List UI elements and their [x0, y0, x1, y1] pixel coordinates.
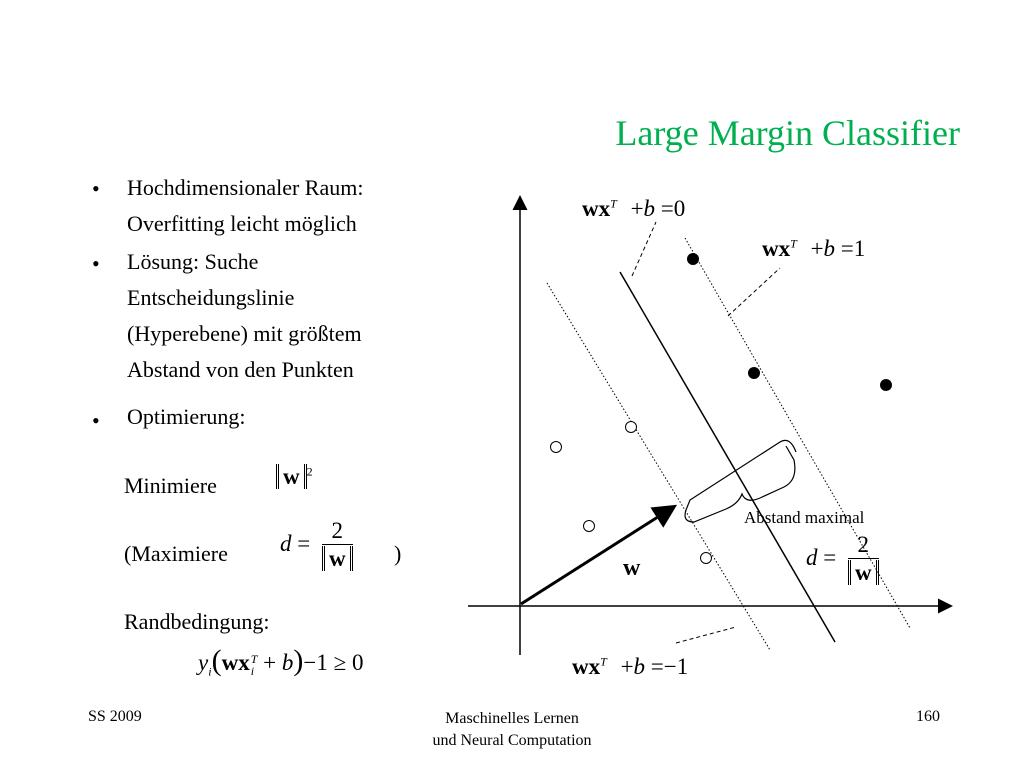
- b-symbol: b: [643, 196, 656, 221]
- negative-point: [700, 552, 712, 564]
- margin-annotation: Abstand maximal: [744, 508, 865, 527]
- minimize-label: Minimiere: [124, 473, 217, 498]
- w-vector: w: [283, 464, 300, 489]
- maximize-close: ): [394, 541, 402, 566]
- equals-sign: =: [650, 654, 664, 679]
- bullet-marker: •: [92, 176, 100, 201]
- plus-sign: +: [810, 236, 824, 261]
- margin-line-negative: [546, 282, 771, 651]
- equals-sign: =: [297, 530, 311, 556]
- footer-course-line-1: Maschinelles Lernen: [445, 710, 579, 727]
- w-vector: w: [572, 654, 589, 679]
- index-i: i: [250, 663, 255, 678]
- w-vector: w: [221, 650, 239, 675]
- negative-point: [583, 520, 595, 532]
- negative-point: [550, 441, 562, 453]
- positive-point: [687, 253, 699, 265]
- y-symbol: y: [198, 650, 209, 675]
- page-number: 160: [916, 708, 940, 725]
- bullet-2-line-1: Lösung: Suche: [127, 249, 259, 274]
- leader-line-negative: [675, 626, 737, 644]
- slide-title: Large Margin Classifier: [615, 113, 960, 153]
- margin-formula-left: d = 2 w: [280, 518, 353, 573]
- positive-margin-equation: wxT +b =1: [762, 236, 865, 262]
- w-vector: w: [762, 236, 779, 261]
- equals-sign: =: [823, 544, 837, 570]
- positive-point: [748, 367, 760, 379]
- geq-zero: ≥ 0: [333, 650, 364, 675]
- transpose-T: T: [790, 236, 797, 251]
- margin-brace: [684, 445, 796, 523]
- bullet-2: Lösung: Suche Entscheidungslinie (Hypere…: [127, 244, 362, 388]
- value-one: 1: [853, 236, 866, 261]
- negative-margin-equation: wxT +b =−1: [572, 654, 688, 680]
- margin-brace-upper: [685, 439, 797, 511]
- x-vector: x: [588, 654, 601, 679]
- bullet-2-line-3: (Hyperebene) mit größtem: [127, 321, 362, 346]
- plus-sign: +: [263, 650, 277, 675]
- bullet-1-line-2: Overfitting leicht möglich: [127, 211, 357, 236]
- b-symbol: b: [281, 650, 294, 675]
- x-vector: x: [238, 650, 250, 675]
- bullet-3: Optimierung:: [127, 404, 246, 429]
- footer-semester: SS 2009: [88, 708, 142, 725]
- w-vector: w: [328, 546, 346, 571]
- margin-formula-right: d = 2 w: [806, 532, 879, 587]
- constraint-label: Randbedingung:: [124, 609, 270, 634]
- open-paren: (: [211, 644, 222, 677]
- margin-line-positive: [684, 237, 911, 629]
- equals-sign: =: [840, 236, 854, 261]
- x-vector: x: [598, 196, 611, 221]
- negative-point: [625, 421, 637, 433]
- maximize-open: (Maximiere: [124, 541, 228, 566]
- transpose-T: T: [250, 651, 258, 666]
- exponent: 2: [306, 464, 313, 479]
- value-neg-one: −1: [663, 654, 689, 679]
- transpose-T: T: [600, 654, 607, 669]
- hyperplane-equation: wxT +b =0: [582, 196, 685, 222]
- bullet-marker: •: [92, 408, 100, 433]
- w-vector-arrow: [520, 504, 678, 606]
- bullet-1: Hochdimensionaler Raum: Overfitting leic…: [127, 170, 363, 242]
- d-symbol: d: [806, 544, 818, 570]
- bullet-2-line-2: Entscheidungslinie: [127, 285, 295, 310]
- leader-line-boundary: [631, 221, 657, 277]
- index-i: i: [208, 664, 212, 679]
- positive-point: [880, 379, 892, 391]
- leader-line-positive: [727, 267, 781, 317]
- x-vector: x: [778, 236, 791, 261]
- value-zero: 0: [673, 196, 686, 221]
- numerator: 2: [321, 518, 353, 545]
- equals-sign: =: [660, 196, 674, 221]
- numerator: 2: [847, 532, 879, 559]
- transpose-T: T: [610, 196, 617, 211]
- plus-sign: +: [620, 654, 634, 679]
- d-symbol: d: [280, 530, 292, 556]
- b-symbol: b: [823, 236, 836, 261]
- bullet-marker: •: [92, 251, 100, 276]
- close-paren: ): [293, 644, 304, 677]
- decision-boundary-line: [619, 271, 836, 643]
- b-symbol: b: [633, 654, 646, 679]
- footer-course-line-2: und Neural Computation: [432, 732, 592, 749]
- w-vector-label: w: [623, 555, 641, 581]
- plus-sign: +: [630, 196, 644, 221]
- footer-course: Maschinelles Lernen und Neural Computati…: [400, 708, 624, 752]
- bullet-2-line-4: Abstand von den Punkten: [127, 357, 354, 382]
- w-vector: w: [582, 196, 599, 221]
- w-vector: w: [854, 560, 872, 585]
- bullet-1-line-1: Hochdimensionaler Raum:: [127, 175, 364, 200]
- minus-one: −1: [303, 650, 328, 675]
